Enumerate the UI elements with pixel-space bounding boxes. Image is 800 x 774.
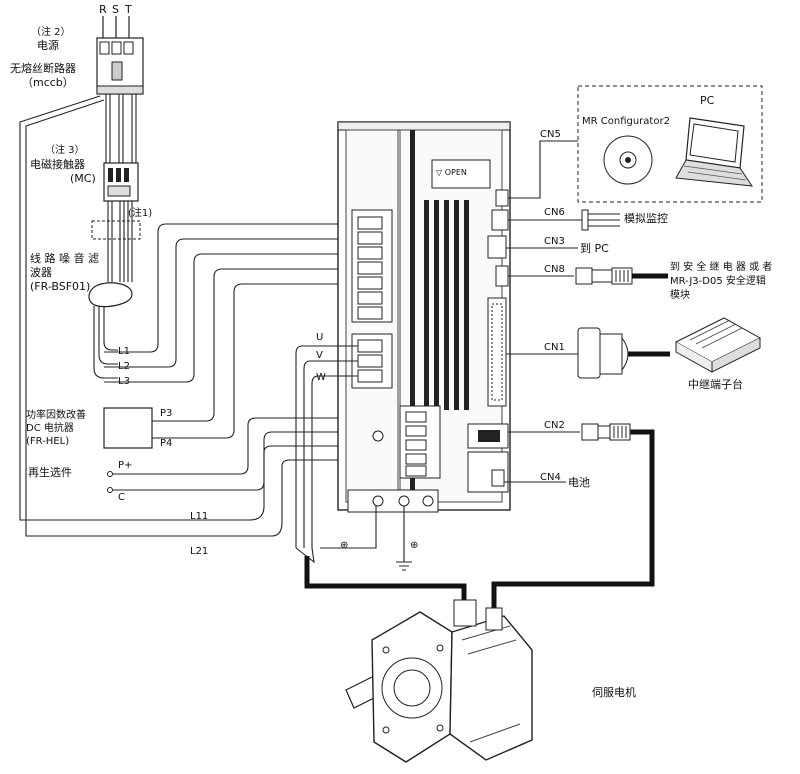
motor-power-wires bbox=[295, 345, 358, 548]
note3-label: （注 3） bbox=[45, 143, 85, 156]
regen-c-terminal bbox=[107, 487, 113, 493]
dc-reactor-group: 功率因数改善 DC 电抗器 (FR-HEL) P3 P4 bbox=[26, 268, 358, 449]
optional-dashed-box bbox=[91, 220, 141, 240]
terminal-pplus-label: P+ bbox=[118, 460, 132, 471]
cn5-port bbox=[495, 189, 509, 207]
wire-l11-l21 bbox=[249, 445, 400, 537]
relay-terminal-block-icon bbox=[674, 317, 762, 373]
open-cover-label: ▽ OPEN bbox=[436, 168, 467, 177]
terminal-w-label: W bbox=[316, 372, 326, 383]
cn1-label: CN1 bbox=[544, 342, 565, 353]
cn3-label: CN3 bbox=[544, 236, 565, 247]
analog-monitor-label: 模拟监控 bbox=[624, 211, 668, 225]
terminal-l21-label: L21 bbox=[190, 546, 208, 557]
motor-power-cable bbox=[304, 556, 467, 612]
ground-symbol-1: ⊕ bbox=[340, 540, 348, 551]
encoder-cable bbox=[491, 429, 655, 612]
filter-output-loops bbox=[93, 306, 118, 379]
filter-code-label: (FR-BSF01) bbox=[30, 280, 90, 293]
contactor-label: 电磁接触器 bbox=[30, 157, 85, 171]
contactor-icon bbox=[103, 162, 139, 202]
terminal-l11-label: L11 bbox=[190, 511, 208, 522]
servo-motor-label: 伺服电机 bbox=[592, 685, 636, 699]
phase-t-label: T bbox=[124, 3, 132, 16]
safety-label-line2: MR-J3-D05 安全逻辑 bbox=[670, 274, 766, 287]
motor-terminal-block bbox=[351, 333, 393, 389]
relay-terminal-label: 中继端子台 bbox=[688, 377, 743, 391]
power-source-label: 电源 bbox=[37, 38, 59, 52]
servo-motor-icon bbox=[345, 599, 533, 763]
wire-l2 bbox=[104, 238, 358, 368]
cn8-label: CN8 bbox=[544, 264, 565, 275]
wire-p4 bbox=[152, 283, 358, 439]
note1-label: (注1) bbox=[128, 206, 152, 219]
analog-monitor-wires bbox=[586, 213, 620, 227]
wire-pplus bbox=[113, 417, 400, 475]
dc-reactor-icon bbox=[103, 407, 153, 449]
noise-filter-group: 线 路 噪 音 滤 波器 (FR-BSF01) bbox=[30, 251, 133, 379]
supply-leads bbox=[102, 16, 130, 38]
pc-title-label: PC bbox=[700, 94, 715, 107]
servo-amplifier: ▽ OPEN bbox=[337, 121, 511, 513]
filter-label-line2: 波器 bbox=[30, 266, 52, 279]
safety-label-line3: 模块 bbox=[670, 289, 690, 301]
software-label: MR Configurator2 bbox=[582, 116, 670, 127]
terminal-p4-label: P4 bbox=[160, 438, 172, 449]
cn3-port bbox=[487, 235, 507, 259]
cn6-label: CN6 bbox=[544, 207, 565, 218]
cn5-label: CN5 bbox=[540, 129, 561, 140]
control-power-cable bbox=[19, 95, 272, 537]
cn4-label: CN4 bbox=[540, 472, 561, 483]
wire-p3 bbox=[152, 268, 358, 422]
mccb-breaker-icon bbox=[96, 37, 144, 95]
cn6-port bbox=[491, 209, 509, 231]
power-source-group: R S T （注 2） 电源 无熔丝断路器 （mccb） bbox=[10, 3, 144, 95]
cn2-connector-icon bbox=[581, 423, 631, 441]
software-cd-icon bbox=[603, 135, 653, 185]
wire-l1 bbox=[104, 223, 358, 353]
battery-label: 电池 bbox=[568, 476, 590, 489]
cn5-to-pc-cable bbox=[508, 140, 578, 199]
cn1-port bbox=[487, 297, 507, 407]
breaker-label: 无熔丝断路器 bbox=[10, 61, 76, 75]
terminal-p3-label: P3 bbox=[160, 408, 172, 419]
cn8-port bbox=[495, 265, 509, 287]
amp-ground-wire bbox=[320, 506, 377, 549]
pc-dashed-box bbox=[577, 85, 763, 203]
power-terminal-block bbox=[351, 209, 393, 323]
to-pc-label: 到 PC bbox=[580, 242, 609, 255]
motor-wire-merge bbox=[295, 547, 315, 564]
ferrite-core-icon bbox=[88, 282, 133, 308]
terminal-u-label: U bbox=[316, 332, 323, 343]
breaker-to-contactor-cables bbox=[105, 94, 137, 165]
reactor-label-line2: DC 电抗器 bbox=[26, 421, 74, 434]
contactor-to-filter-cables bbox=[107, 201, 133, 282]
phase-r-label: R bbox=[99, 3, 107, 16]
breaker-code-label: （mccb） bbox=[22, 76, 74, 89]
earth-ground-symbol bbox=[396, 506, 412, 571]
control-terminal-block bbox=[399, 405, 441, 479]
cn2-label: CN2 bbox=[544, 420, 565, 431]
laptop-icon bbox=[675, 117, 754, 187]
cn4-port bbox=[491, 469, 505, 487]
reactor-code-label: (FR-HEL) bbox=[26, 436, 69, 447]
reactor-label-line1: 功率因数改善 bbox=[26, 408, 86, 421]
safety-label-line1: 到 安 全 继 电 器 或 者 bbox=[670, 260, 772, 273]
filter-label-line1: 线 路 噪 音 滤 bbox=[30, 251, 99, 265]
terminal-v-label: V bbox=[316, 350, 323, 361]
ground-symbol-2: ⊕ bbox=[410, 540, 418, 551]
terminal-c-label: C bbox=[118, 492, 125, 503]
cn8-connector-icon bbox=[575, 267, 633, 285]
regen-option-label: 再生选件 bbox=[28, 465, 72, 479]
regen-p-terminal bbox=[107, 471, 113, 477]
contactor-group: （注 3） 电磁接触器 (MC) (注1) bbox=[30, 143, 152, 240]
phase-s-label: S bbox=[112, 3, 119, 16]
cn1-connector-icon bbox=[577, 327, 629, 379]
note2-label: （注 2） bbox=[31, 25, 71, 38]
contactor-code-label: (MC) bbox=[70, 172, 96, 185]
wire-l3 bbox=[104, 253, 358, 383]
